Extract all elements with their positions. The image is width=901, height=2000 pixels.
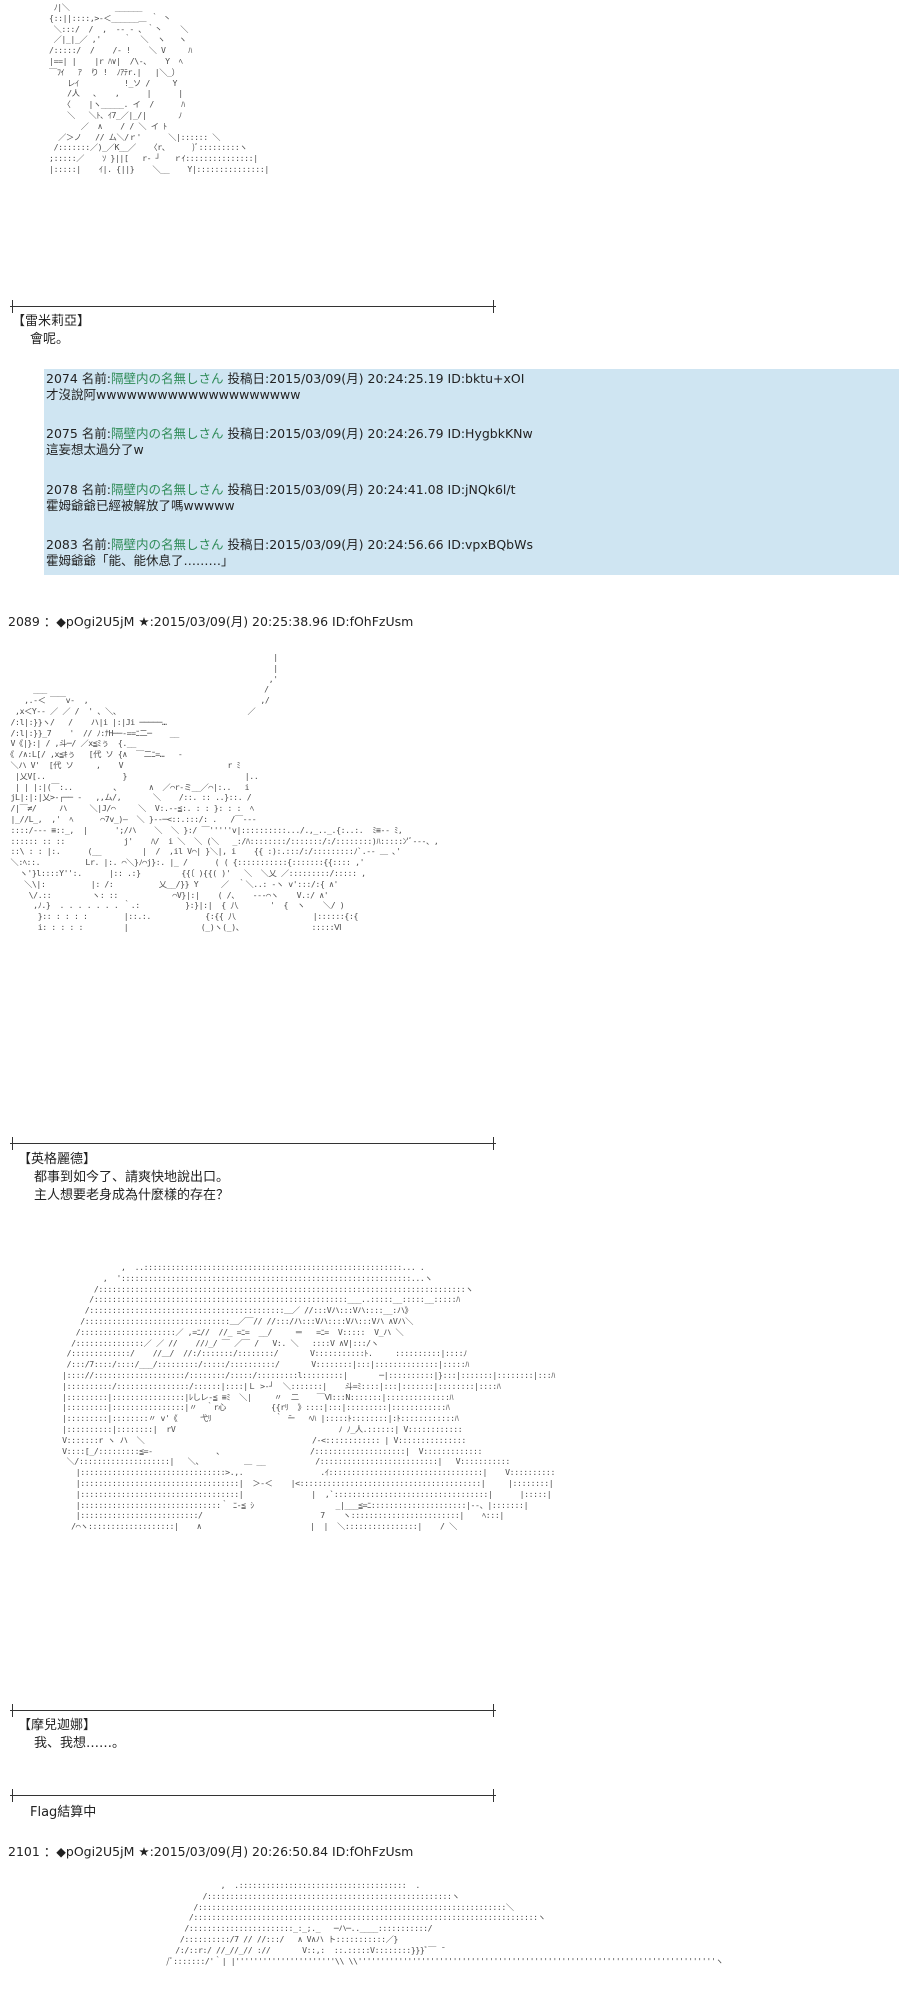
post-header: 2089 ：◆pOgi2U5jM ★:2015/03/09(月) 20:25:3… [8,614,414,629]
reply-item: 2075 名前:隔壁内の名無しさん 投稿日:2015/03/09(月) 20:2… [46,426,533,457]
ascii-art-partial: , .:::::::::::::::::::::::::::::::::::::… [166,1880,724,1966]
ascii-art-morgana: , ..::::::::::::::::::::::::::::::::::::… [62,1262,555,1532]
speaker-label: 【英格麗德】 [18,1152,97,1167]
divider-rule [10,1137,496,1150]
ascii-art-ingrid-scene: | | ,' ___ / ,.-＜ ￣￣v- , [6,652,439,932]
reply-name-link[interactable]: 隔壁内の名無しさん [111,482,224,497]
dialogue-line: 會呢。 [30,332,70,347]
reply-item: 2078 名前:隔壁内の名無しさん 投稿日:2015/03/09(月) 20:2… [46,482,516,513]
speaker-label: 【摩兒迦娜】 [18,1718,97,1733]
reply-name-link[interactable]: 隔壁内の名無しさん [111,537,224,552]
divider-rule [10,1704,496,1717]
reply-text: 霍姆爺爺「能、能休息了………」 [46,553,234,568]
ascii-art-remilia: ﾉ|＼ ______ {::||::::,>-＜______＿ ｀ 丶 ＼:::… [49,2,269,174]
dialogue-line: 都事到如今了、請爽快地說出口。 [34,1170,230,1185]
dialogue-line: 我、我想……。 [34,1736,126,1751]
reply-item: 2074 名前:隔壁内の名無しさん 投稿日:2015/03/09(月) 20:2… [46,371,525,402]
divider-rule [10,300,496,313]
reply-name-link[interactable]: 隔壁内の名無しさん [111,371,224,386]
post-header: 2101 ：◆pOgi2U5jM ★:2015/03/09(月) 20:26:5… [8,1844,414,1859]
replies-quote-block: 2074 名前:隔壁内の名無しさん 投稿日:2015/03/09(月) 20:2… [44,369,899,575]
reply-name-link[interactable]: 隔壁内の名無しさん [111,426,224,441]
flag-note: Flag結算中 [30,1805,97,1820]
reply-item: 2083 名前:隔壁内の名無しさん 投稿日:2015/03/09(月) 20:2… [46,537,533,568]
reply-text: 這妄想太過分了w [46,442,144,457]
dialogue-line: 主人想要老身成為什麼樣的存在？ [34,1188,230,1203]
speaker-label: 【雷米莉亞】 [12,314,91,329]
reply-text: 才沒說阿wwwwwwwwwwwwwwwwwwww [46,387,301,402]
reply-text: 霍姆爺爺已經被解放了嗎wwwww [46,498,235,513]
divider-rule [10,1789,496,1802]
